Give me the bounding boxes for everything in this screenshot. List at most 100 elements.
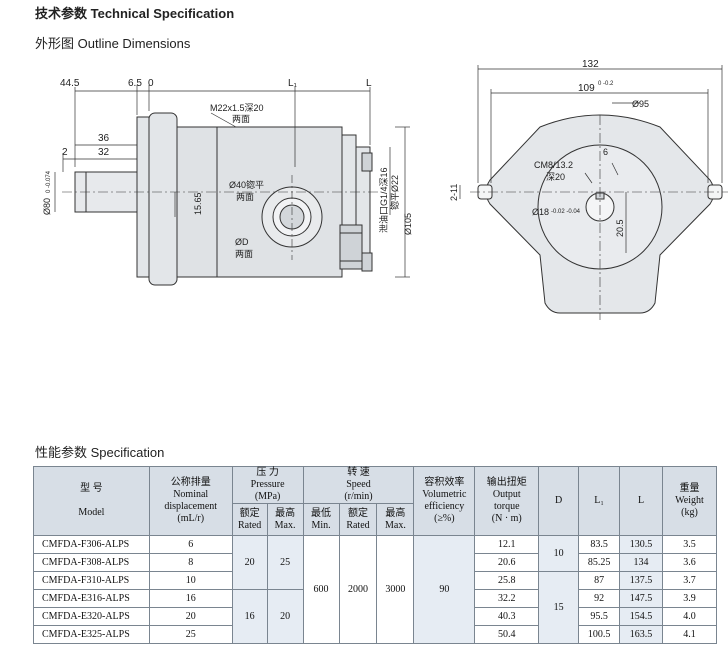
cell-torque: 32.2 <box>474 589 540 608</box>
dim-two-sides-2: 两面 <box>236 192 254 202</box>
cell-weight: 3.6 <box>661 553 718 572</box>
cell-pressure-max-e: 20 <box>266 589 304 644</box>
dim-132: 132 <box>582 59 599 70</box>
cell-displacement: 20 <box>148 607 233 626</box>
dim-l: L <box>366 78 372 89</box>
cell-model: CMFDA-E320-ALPS <box>33 607 150 626</box>
cell-speed-max: 3000 <box>376 535 415 644</box>
cell-l: 163.5 <box>619 625 663 644</box>
dim-thread: M22x1.5深20 <box>210 103 264 113</box>
dim-deep-20: 深20 <box>546 172 565 182</box>
cell-model: CMFDA-E325-ALPS <box>33 625 150 644</box>
specification-heading: 性能参数 Specification <box>35 445 165 460</box>
cell-l1: 100.5 <box>578 625 621 644</box>
cell-torque: 12.1 <box>474 535 540 554</box>
cell-model: CMFDA-F308-ALPS <box>33 553 150 572</box>
cell-displacement: 25 <box>148 625 233 644</box>
dim-l1: L₁ <box>288 78 298 89</box>
outline-dimensions-heading: 外形图 Outline Dimensions <box>35 36 191 51</box>
body-section-1 <box>176 126 218 278</box>
dim-two-sides-3: 两面 <box>235 249 253 259</box>
dim-2-11: 2-11 <box>449 184 459 201</box>
dim-6: 6 <box>603 147 608 157</box>
cell-weight: 3.7 <box>661 571 718 590</box>
table-row: CMFDA-E320-ALPS 20 40.3 95.5 154.5 4.0 <box>33 607 718 626</box>
cell-model: CMFDA-F310-ALPS <box>33 571 150 590</box>
dim-20-5: 20.5 <box>615 219 625 237</box>
dim-6-5: 6.5 <box>128 78 142 89</box>
cell-displacement: 10 <box>148 571 233 590</box>
cell-displacement: 6 <box>148 535 233 554</box>
side-view <box>62 112 380 286</box>
cell-weight: 3.9 <box>661 589 718 608</box>
dim-shaft-diameter: Ø80 <box>42 198 52 215</box>
cell-l1: 92 <box>578 589 621 608</box>
dim-two-sides-1: 两面 <box>232 114 250 124</box>
header-l: L <box>619 466 663 536</box>
dim-spot-face-22: 锪平Ø22 <box>389 175 400 210</box>
cell-l: 137.5 <box>619 571 663 590</box>
bolt-bottom <box>361 252 373 272</box>
mounting-flange <box>136 116 150 278</box>
cell-torque: 40.3 <box>474 607 540 626</box>
drain-port <box>339 224 363 270</box>
cell-l: 134 <box>619 553 663 572</box>
dim-15-65: 15.65 <box>193 192 203 215</box>
cell-l1: 85.25 <box>578 553 621 572</box>
dim-18: Ø18 <box>532 207 549 217</box>
header-d: D <box>538 466 580 536</box>
cell-torque: 25.8 <box>474 571 540 590</box>
table-row: CMFDA-E325-ALPS 25 50.4 100.5 163.5 4.1 <box>33 625 718 644</box>
dim-bore-d: ØD <box>235 237 249 247</box>
cell-d-e: 15 <box>538 571 580 644</box>
cell-model: CMFDA-F306-ALPS <box>33 535 150 554</box>
dim-18-tolerance: -0.02 -0.04 <box>551 209 581 215</box>
dim-shaft-tolerance: 0 -0.074 <box>46 170 52 193</box>
cell-l1: 95.5 <box>578 607 621 626</box>
side-dimension-lines <box>54 85 410 278</box>
cell-pressure-rated-f: 20 <box>231 535 268 590</box>
cell-d-f: 10 <box>538 535 580 572</box>
dim-cm8: CM8/13.2 <box>534 160 573 170</box>
cell-displacement: 16 <box>148 589 233 608</box>
cell-l1: 83.5 <box>578 535 621 554</box>
table-row: CMFDA-F310-ALPS 10 25.8 15 87 137.5 3.7 <box>33 571 718 644</box>
cell-weight: 4.0 <box>661 607 718 626</box>
dim-32: 32 <box>98 147 110 158</box>
cell-model: CMFDA-E316-ALPS <box>33 589 150 608</box>
cell-torque: 50.4 <box>474 625 540 644</box>
front-dimension-lines <box>459 65 723 253</box>
bolt-top <box>361 152 373 172</box>
dim-105: Ø105 <box>403 213 413 235</box>
cell-efficiency: 90 <box>413 535 476 644</box>
header-l1: L₁ <box>578 466 621 536</box>
dim-109: 109 <box>578 83 595 94</box>
dim-36: 36 <box>98 133 110 144</box>
dim-109-tolerance: 0 -0.2 <box>598 81 614 87</box>
cell-l: 147.5 <box>619 589 663 608</box>
cell-l: 154.5 <box>619 607 663 626</box>
cell-pressure-max-f: 25 <box>266 535 304 590</box>
cell-l: 130.5 <box>619 535 663 554</box>
front-view <box>470 114 728 320</box>
table-row: CMFDA-F306-ALPS 6 20 25 600 2000 3000 90… <box>33 535 718 644</box>
cell-torque: 20.6 <box>474 553 540 572</box>
dim-0: 0 <box>148 78 154 89</box>
cell-weight: 4.1 <box>661 625 718 644</box>
cell-l1: 87 <box>578 571 621 590</box>
cell-pressure-rated-e: 16 <box>231 589 268 644</box>
cell-speed-rated: 2000 <box>338 535 378 644</box>
